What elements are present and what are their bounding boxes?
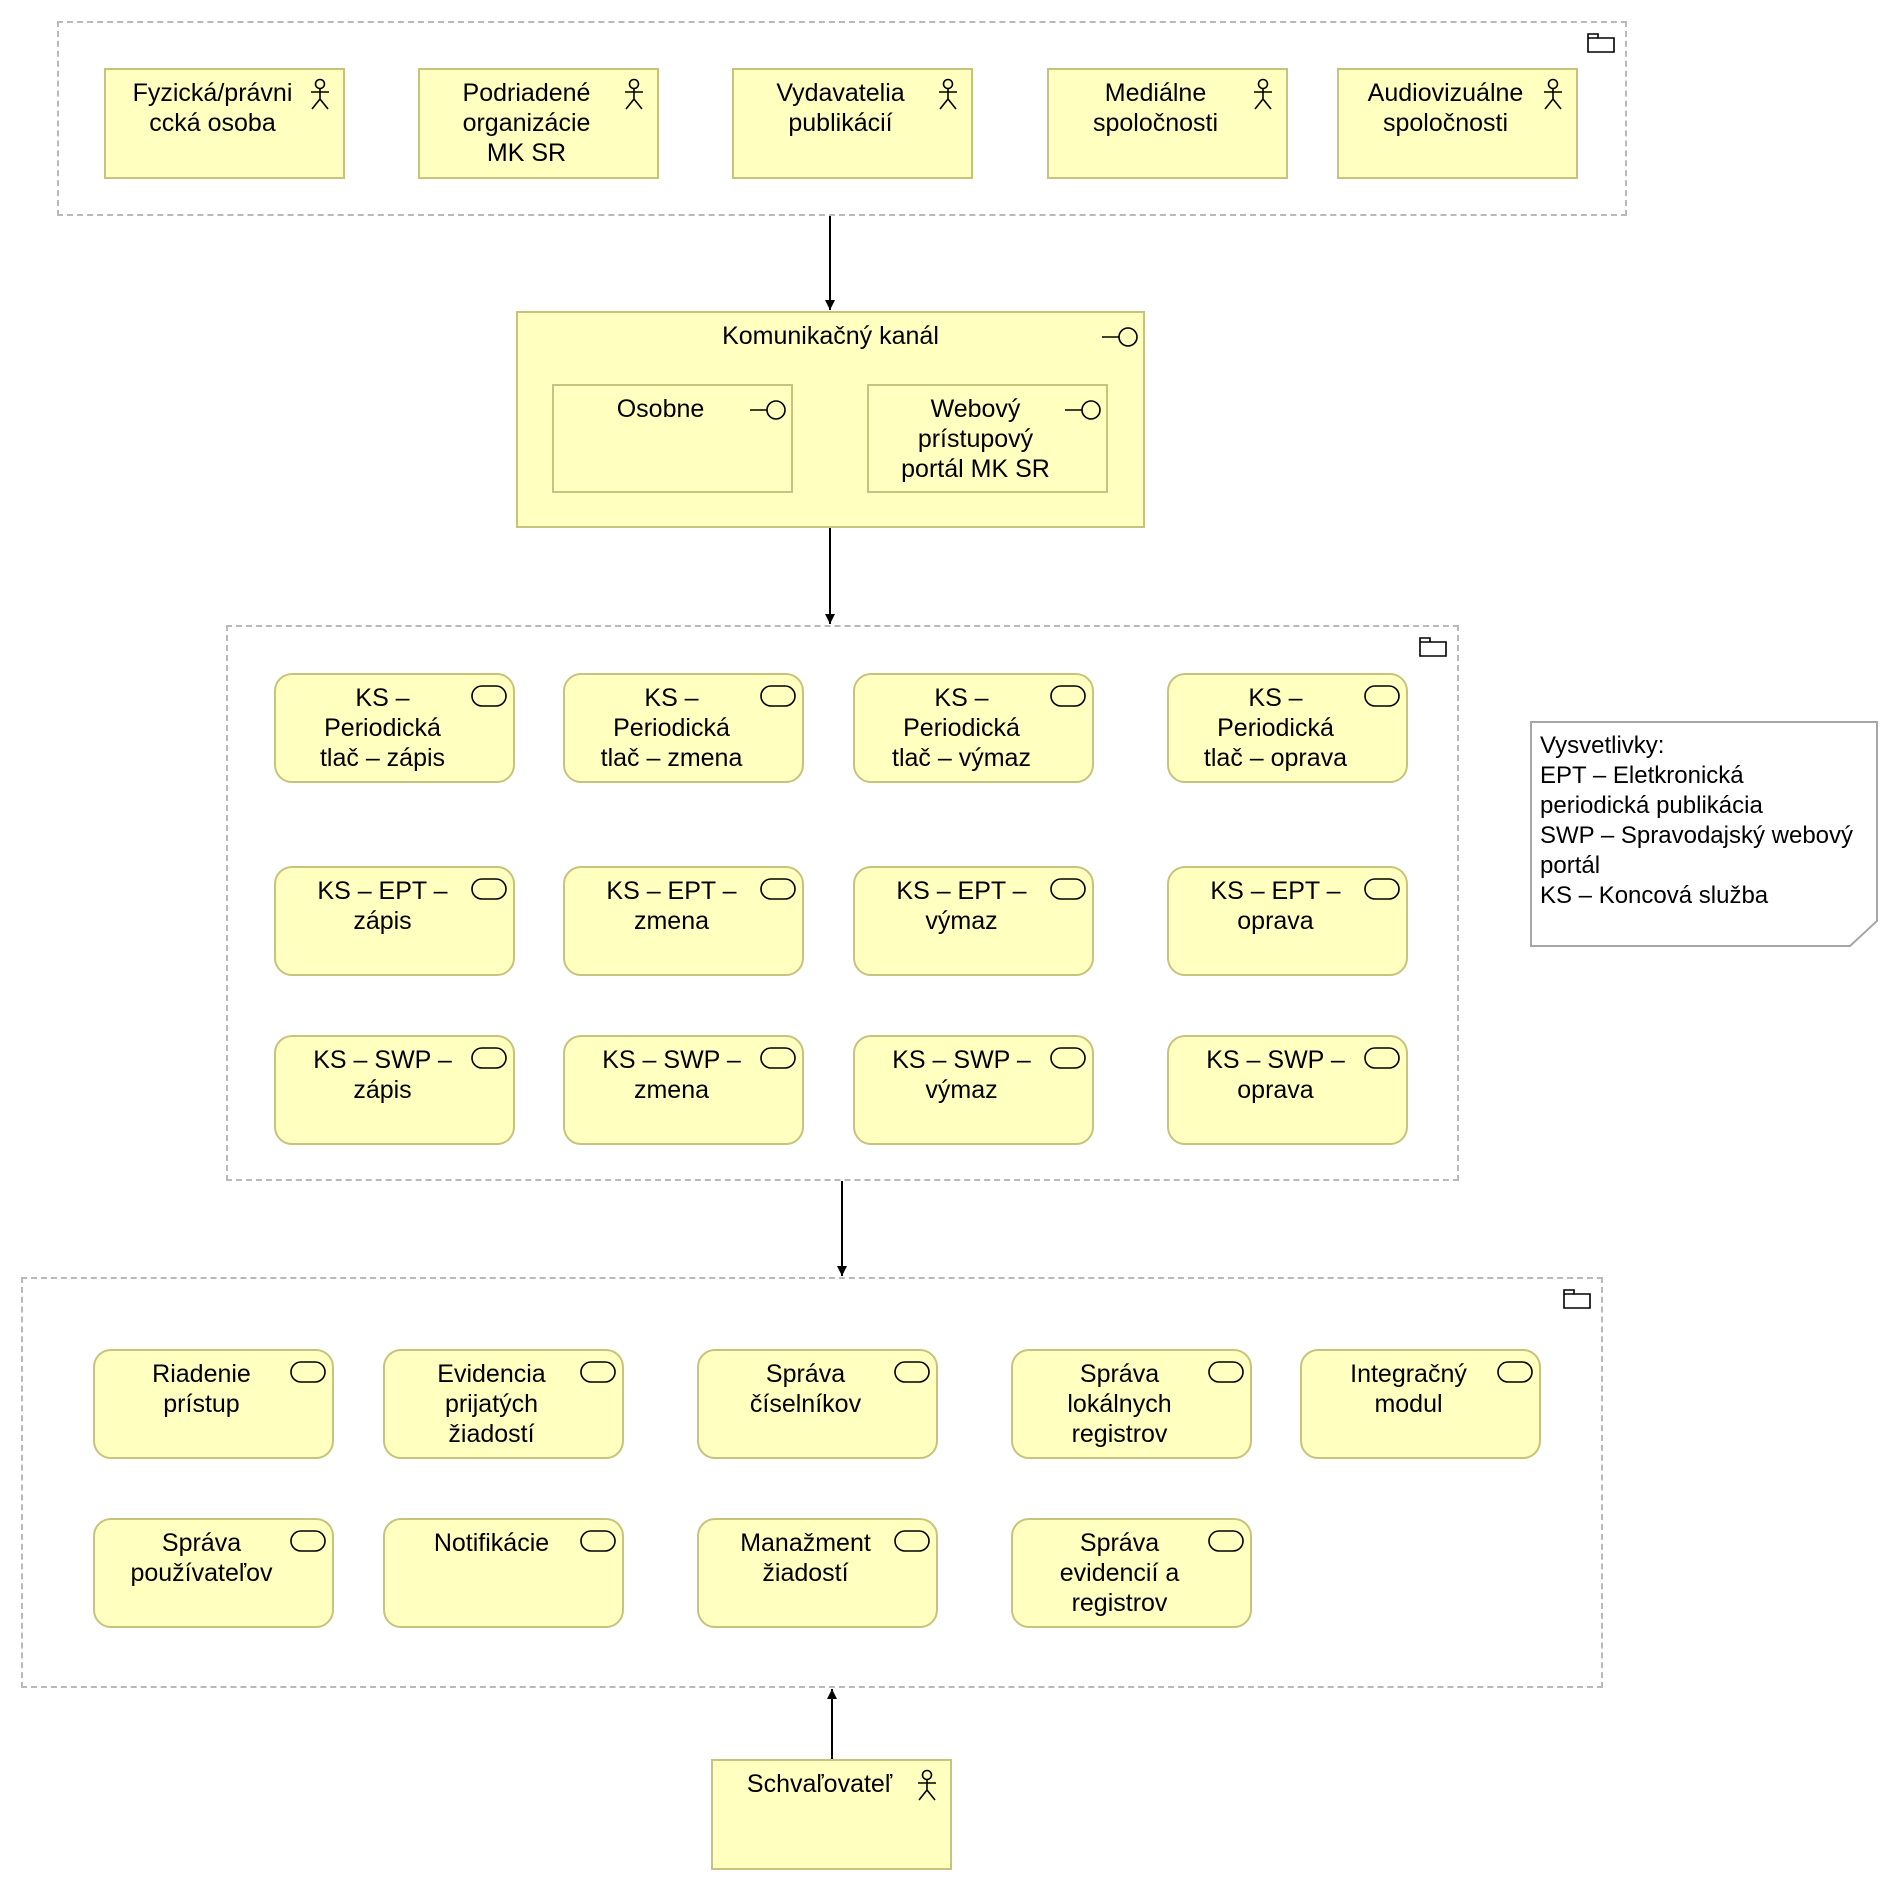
service-icon xyxy=(1364,685,1400,707)
service-icon xyxy=(894,1361,930,1383)
service-icon xyxy=(580,1530,616,1552)
actor-approver: Schvaľovateľ xyxy=(711,1759,952,1870)
app-service-r1-c3: Správa číselníkov xyxy=(697,1349,938,1459)
end-service-r1-c3: KS – Periodická tlač – výmaz xyxy=(853,673,1094,783)
channel-item-label: Webový prístupový portál MK SR xyxy=(901,395,1050,483)
end-service-r2-c1: KS – EPT – zápis xyxy=(274,866,515,976)
end-service-r3-c3: KS – SWP – výmaz xyxy=(853,1035,1094,1145)
channel-title: Komunikačný kanál xyxy=(722,322,939,350)
app-service-r1-c2: Evidencia prijatých žiadostí xyxy=(383,1349,624,1459)
service-label: Manažment žiadostí xyxy=(740,1529,871,1587)
service-icon xyxy=(471,685,507,707)
end-service-r3-c2: KS – SWP – zmena xyxy=(563,1035,804,1145)
actor-publishers: Vydavatelia publikácií xyxy=(732,68,973,179)
service-label: Integračný modul xyxy=(1350,1360,1467,1418)
end-service-r1-c2: KS – Periodická tlač – zmena xyxy=(563,673,804,783)
end-service-r2-c4: KS – EPT – oprava xyxy=(1167,866,1408,976)
service-icon xyxy=(1497,1361,1533,1383)
service-icon xyxy=(1208,1530,1244,1552)
service-label: Evidencia prijatých žiadostí xyxy=(437,1360,546,1448)
service-label: Správa číselníkov xyxy=(749,1360,862,1418)
service-label: KS – SWP – zmena xyxy=(602,1046,741,1104)
service-icon xyxy=(1364,878,1400,900)
actors-group xyxy=(57,21,1627,216)
service-label: KS – EPT – zmena xyxy=(606,877,737,935)
service-label: KS – SWP – oprava xyxy=(1206,1046,1345,1104)
actor-label: Mediálne spoločnosti xyxy=(1092,79,1219,137)
app-service-r2-c3: Manažment žiadostí xyxy=(697,1518,938,1628)
actor-subordinate-organizations: Podriadené organizácie MK SR xyxy=(418,68,659,179)
service-icon xyxy=(1050,878,1086,900)
app-service-r2-c4: Správa evidencií a registrov xyxy=(1011,1518,1252,1628)
service-icon xyxy=(1364,1047,1400,1069)
app-service-r2-c1: Správa používateľov xyxy=(93,1518,334,1628)
end-services-group xyxy=(226,625,1459,1181)
folder-icon xyxy=(1587,33,1615,53)
service-icon xyxy=(471,1047,507,1069)
service-label: KS – Periodická tlač – zmena xyxy=(600,684,743,772)
service-label: KS – EPT – zápis xyxy=(317,877,448,935)
actor-icon xyxy=(1544,78,1562,110)
actor-label: Vydavatelia publikácií xyxy=(776,79,905,137)
end-service-r1-c1: KS – Periodická tlač – zápis xyxy=(274,673,515,783)
service-label: Riadenie prístup xyxy=(152,1360,251,1418)
service-icon xyxy=(760,878,796,900)
service-icon xyxy=(760,1047,796,1069)
service-icon xyxy=(1050,685,1086,707)
service-icon xyxy=(580,1361,616,1383)
service-icon xyxy=(1050,1047,1086,1069)
actor-media-companies: Mediálne spoločnosti xyxy=(1047,68,1288,179)
actor-label: Schvaľovateľ xyxy=(746,1770,893,1798)
service-icon xyxy=(1208,1361,1244,1383)
legend-note: Vysvetlivky: EPT – Eletkronická periodic… xyxy=(1530,721,1879,948)
service-label: Správa používateľov xyxy=(130,1529,273,1587)
end-service-r3-c1: KS – SWP – zápis xyxy=(274,1035,515,1145)
service-label: Notifikácie xyxy=(433,1529,550,1557)
actor-icon xyxy=(918,1769,936,1801)
actor-icon xyxy=(939,78,957,110)
actor-label: Podriadené organizácie MK SR xyxy=(462,79,591,167)
service-label: KS – SWP – zápis xyxy=(313,1046,452,1104)
note-shape xyxy=(1530,721,1878,947)
actor-icon xyxy=(625,78,643,110)
service-label: Správa evidencií a registrov xyxy=(1059,1529,1180,1617)
interface-icon xyxy=(750,400,786,420)
end-service-r2-c2: KS – EPT – zmena xyxy=(563,866,804,976)
service-label: KS – Periodická tlač – výmaz xyxy=(892,684,1031,772)
folder-icon xyxy=(1563,1289,1591,1309)
interface-icon xyxy=(1065,400,1101,420)
actor-label: Audiovizuálne spoločnosti xyxy=(1367,79,1524,137)
actor-icon xyxy=(311,78,329,110)
service-label: KS – EPT – oprava xyxy=(1210,877,1341,935)
service-label: KS – Periodická tlač – zápis xyxy=(319,684,446,772)
legend-text: Vysvetlivky: EPT – Eletkronická periodic… xyxy=(1540,732,1854,909)
app-service-r1-c5: Integračný modul xyxy=(1300,1349,1541,1459)
folder-icon xyxy=(1419,637,1447,657)
end-service-r3-c4: KS – SWP – oprava xyxy=(1167,1035,1408,1145)
service-icon xyxy=(290,1361,326,1383)
service-icon xyxy=(471,878,507,900)
actor-audiovisual-companies: Audiovizuálne spoločnosti xyxy=(1337,68,1578,179)
service-label: KS – SWP – výmaz xyxy=(892,1046,1031,1104)
app-service-r1-c4: Správa lokálnych registrov xyxy=(1011,1349,1252,1459)
actor-label: Fyzická/právni ccká osoba xyxy=(132,79,293,137)
actor-physical-legal-person: Fyzická/právni ccká osoba xyxy=(104,68,345,179)
actor-icon xyxy=(1254,78,1272,110)
service-icon xyxy=(894,1530,930,1552)
channel-web-portal: Webový prístupový portál MK SR xyxy=(867,384,1108,493)
interface-icon xyxy=(1102,327,1138,347)
app-service-r1-c1: Riadenie prístup xyxy=(93,1349,334,1459)
end-service-r1-c4: KS – Periodická tlač – oprava xyxy=(1167,673,1408,783)
channel-item-label: Osobne xyxy=(616,395,705,423)
application-services-group xyxy=(21,1277,1603,1688)
app-service-r2-c2: Notifikácie xyxy=(383,1518,624,1628)
service-label: KS – EPT – výmaz xyxy=(896,877,1027,935)
service-icon xyxy=(760,685,796,707)
end-service-r2-c3: KS – EPT – výmaz xyxy=(853,866,1094,976)
service-icon xyxy=(290,1530,326,1552)
service-label: KS – Periodická tlač – oprava xyxy=(1203,684,1348,772)
channel-in-person: Osobne xyxy=(552,384,793,493)
service-label: Správa lokálnych registrov xyxy=(1067,1360,1172,1448)
